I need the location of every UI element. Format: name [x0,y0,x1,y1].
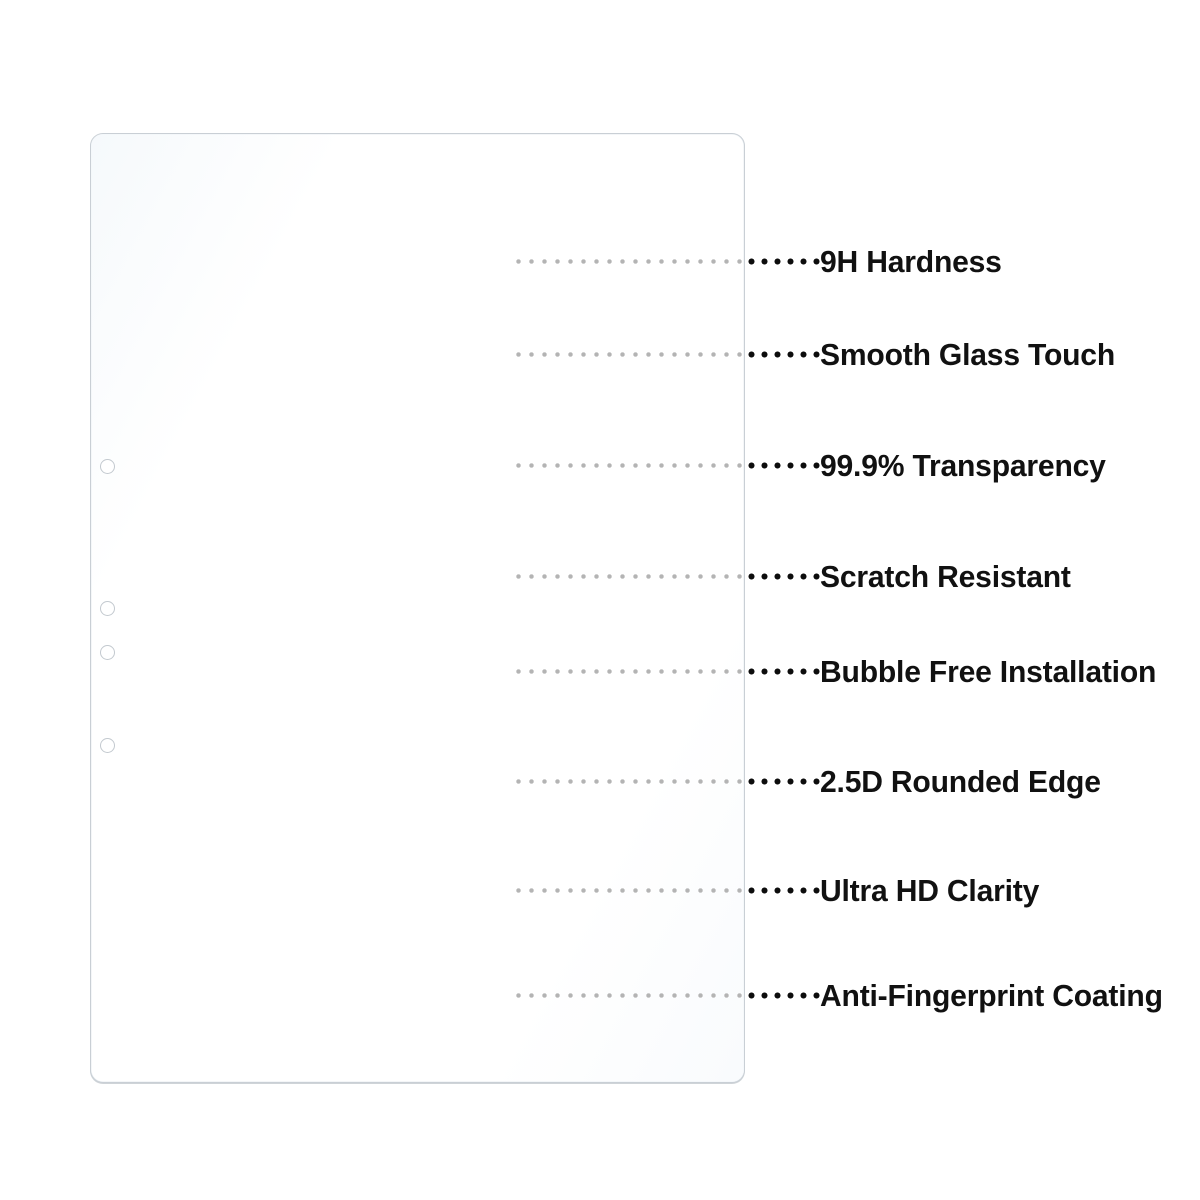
sensor-hole-lower [99,644,115,660]
speaker-hole [99,737,115,753]
glass-protector-panel [90,133,745,1083]
callout-label: Smooth Glass Touch [820,336,1116,372]
leader-line-outer [745,460,821,470]
leader-line-outer [745,349,821,359]
callout-label: Scratch Resistant [820,558,1071,594]
leader-line-outer [745,256,821,266]
leader-line-outer [745,990,821,1000]
callout-label: Anti-Fingerprint Coating [820,977,1163,1013]
front-camera-hole [99,458,115,474]
sensor-hole-upper [99,600,115,616]
leader-line-outer [745,666,821,676]
callout-label: Bubble Free Installation [820,653,1157,689]
leader-line-outer [745,571,821,581]
leader-line-outer [745,776,821,786]
callout-label: 99.9% Transparency [820,447,1106,483]
leader-line-outer [745,885,821,895]
callout-label: 9H Hardness [820,243,1002,279]
callout-label: Ultra HD Clarity [820,872,1040,908]
callout-label: 2.5D Rounded Edge [820,763,1101,799]
glass-sheen-overlay [91,134,744,1082]
